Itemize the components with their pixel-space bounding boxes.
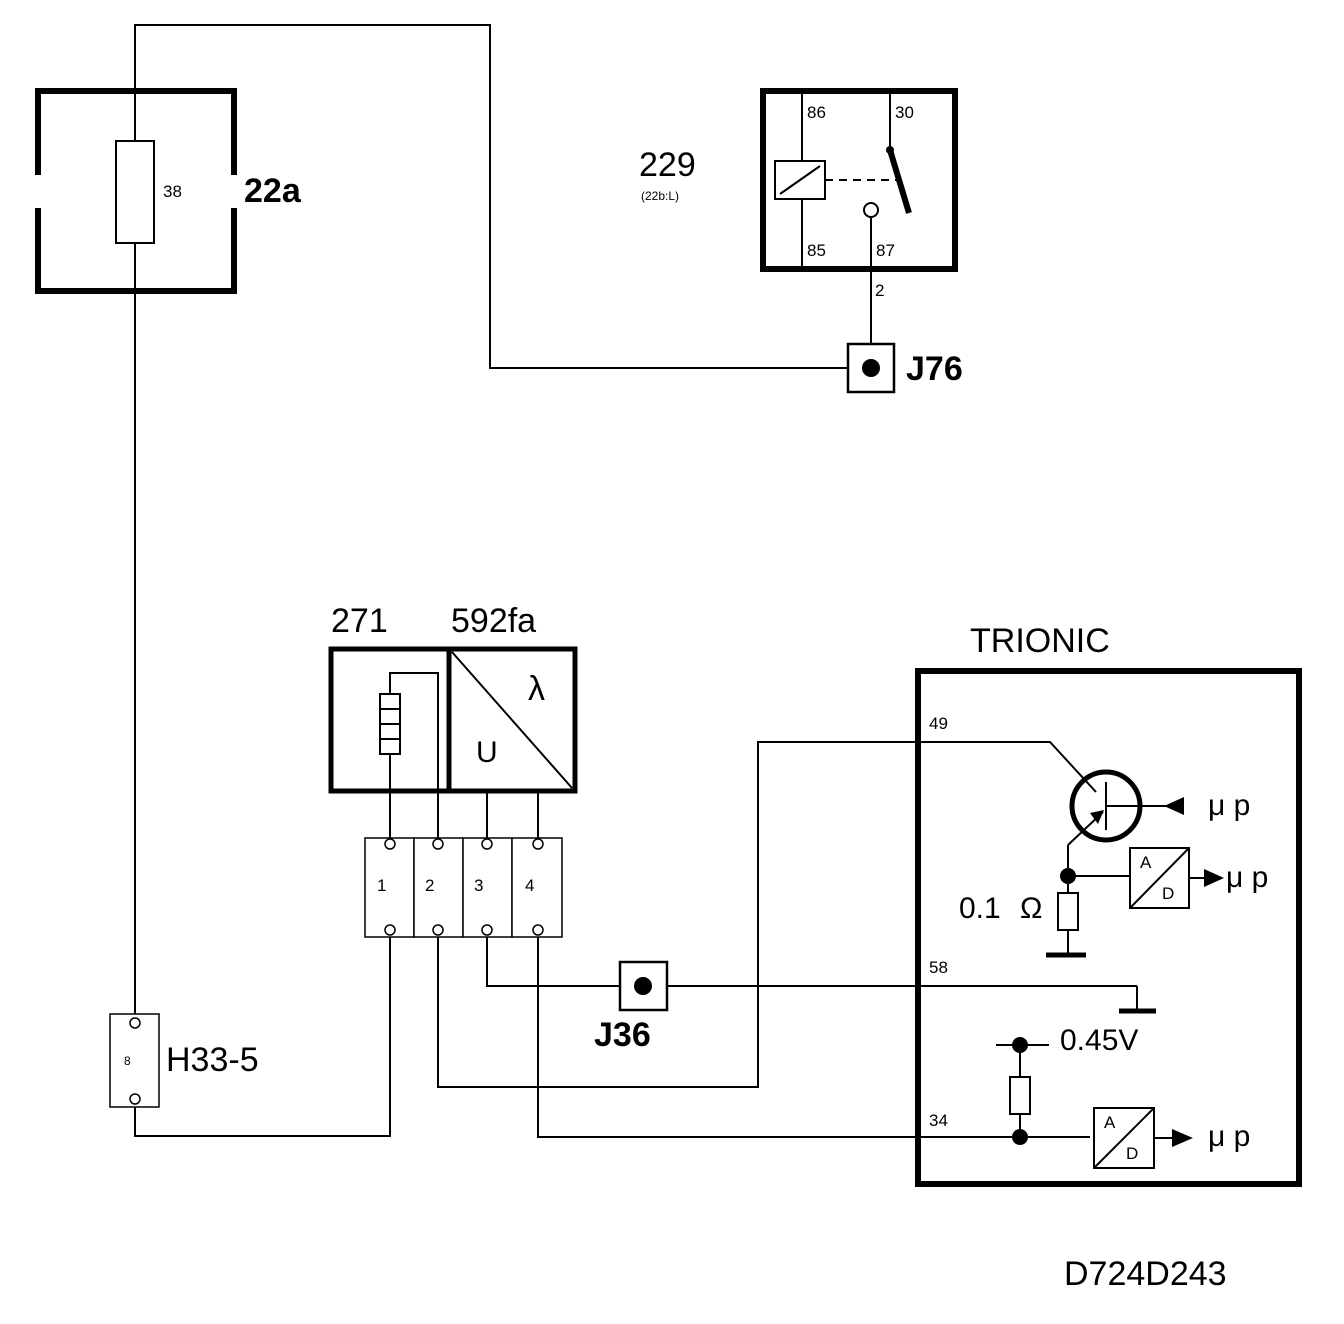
wire-pin3-to-j36 [486,937,620,987]
shunt-value: 0.1 [959,892,1001,925]
heater-id: 271 [331,602,388,640]
relay-wire-number: 2 [875,281,884,300]
fuse-38 [115,140,155,244]
connector-pin-4-bottom [532,924,544,936]
relay-pin-86: 86 [807,103,826,122]
connector-pin-3-bottom [481,924,493,936]
ad-lower-arrow [1172,1129,1193,1147]
connector-pin-2-bottom [432,924,444,936]
lambda-id: 592fa [451,602,536,640]
connector-pin-1 [364,837,415,938]
sensor-connector: 1 2 3 4 [364,837,563,938]
connector-pin-4-top [532,838,544,850]
connector-pin-3-top [481,838,493,850]
ad-lower-d: D [1126,1144,1138,1163]
heater-element-wire [389,672,439,838]
relay-pin-30: 30 [895,103,914,122]
h33-body [109,1013,160,1108]
lambda-u-label: U [476,736,498,769]
relay-switch-blade [887,149,912,214]
h33-pin-label: 8 [124,1054,131,1068]
h33-bottom-pin [129,1093,141,1105]
drawing-number: D724D243 [1064,1255,1227,1293]
trionic-pin-49: 49 [929,714,948,733]
h33-top-pin [129,1017,141,1029]
fuse-box-frame-bottom [35,208,237,294]
lambda-diagonal [451,651,573,789]
connector-pin-2-label: 2 [425,876,434,895]
shunt-ohm: Ω [1020,892,1042,925]
ad-lower-mu-p: μ p [1208,1120,1250,1153]
fuse-box-frame-top [35,88,237,175]
shunt-resistor [1057,892,1079,931]
connector-pin-1-top [384,838,396,850]
j76-label: J76 [906,350,963,388]
ad-upper-diagonal [1129,847,1190,909]
junction-j36: J36 [594,960,669,1054]
bias-voltage: 0.45V [1060,1024,1138,1057]
transistor-emitter-arrow [1090,810,1104,824]
oxygen-sensor: 271 592fa λ U [328,602,578,838]
connector-pin-2-top [432,838,444,850]
bias-resistor [1009,1076,1031,1115]
trionic-ecu: TRIONIC 49 58 34 μ p 0.1 Ω A D μ p [915,622,1302,1187]
relay-87-contact [863,202,879,218]
connector-pin-4 [511,837,563,938]
relay-pin-87: 87 [876,241,895,260]
connector-pin-3-label: 3 [474,876,483,895]
wires [134,24,1137,1138]
j76-node [862,359,880,377]
fuse-label: 38 [163,182,182,201]
trionic-pin-58: 58 [929,958,948,977]
connector-pin-2 [413,837,464,938]
connector-pin-1-label: 1 [377,876,386,895]
trionic-pin-34: 34 [929,1111,948,1130]
relay-id: 229 [639,146,696,184]
transistor-mu-p: μ p [1208,789,1250,822]
ad-upper-a: A [1140,853,1152,872]
fuse-box-id: 22a [244,172,302,210]
connector-pin-3 [462,837,513,938]
junction-j76: J76 [846,342,963,394]
relay-ref: (22b:L) [641,189,679,203]
ad-lower-diagonal [1093,1107,1155,1169]
fuse-box-22a: 38 22a [35,88,302,294]
transistor-input-arrow [1164,797,1184,815]
trionic-frame [915,668,1302,1187]
relay-229: 86 30 85 87 2 229 (22b:L) [639,88,958,300]
trionic-title: TRIONIC [970,622,1110,660]
ad-upper-d: D [1162,884,1174,903]
relay-coil-diagonal [779,165,821,195]
relay-pin-85: 85 [807,241,826,260]
connector-h33: 8 H33-5 [109,1013,259,1108]
emitter-node-wire [1067,845,1130,877]
lambda-symbol: λ [528,670,545,708]
connector-pin-4-label: 4 [525,876,534,895]
j36-label: J36 [594,1016,651,1054]
ad-lower-a: A [1104,1113,1116,1132]
wire-pin2-to-trionic-49 [437,741,1097,1088]
j36-node [634,977,652,995]
ad-upper-arrow [1204,869,1224,887]
wire-pin4-to-trionic-34 [537,937,1090,1138]
ad-upper-mu-p: μ p [1226,861,1268,894]
bias-bottom-node [1012,1129,1028,1145]
relay-frame [760,88,958,272]
lambda-box [446,646,578,794]
h33-label: H33-5 [166,1041,259,1079]
wire-fuse-to-j76 [134,24,848,369]
wire-h33-to-pin1 [134,937,391,1137]
connector-pin-1-bottom [384,924,396,936]
